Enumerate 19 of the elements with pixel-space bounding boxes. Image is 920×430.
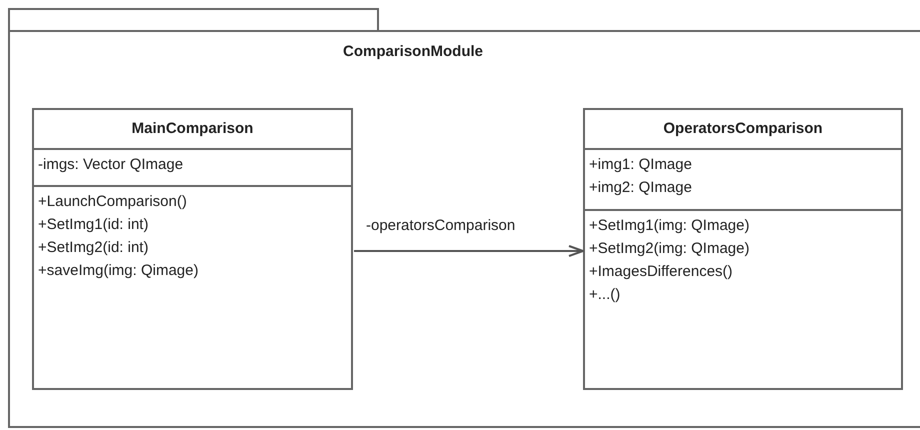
attribute-text: +img1: QImage — [589, 155, 693, 175]
method-text: +SetImg1(img: QImage) — [589, 216, 750, 236]
class-name: OperatorsComparison — [663, 119, 823, 139]
method-text: +LaunchComparison() — [38, 192, 188, 212]
method-text: +saveImg(img: Qimage) — [38, 261, 200, 281]
method-text: +ImagesDifferences() — [589, 262, 734, 282]
attribute-text: -imgs: Vector QImage — [38, 155, 184, 175]
class-name: MainComparison — [132, 119, 254, 139]
class-box — [583, 108, 903, 390]
package-name: ComparisonModule — [343, 42, 484, 62]
edge-label: -operatorsComparison — [366, 216, 516, 236]
class-box — [32, 108, 353, 390]
method-text: +SetImg1(id: int) — [38, 215, 150, 235]
attribute-text: +img2: QImage — [589, 178, 693, 198]
method-text: +SetImg2(img: QImage) — [589, 239, 750, 259]
method-text: +...() — [589, 285, 622, 305]
method-text: +SetImg2(id: int) — [38, 238, 150, 258]
package-frame — [8, 8, 920, 428]
association-arrow — [354, 245, 584, 257]
